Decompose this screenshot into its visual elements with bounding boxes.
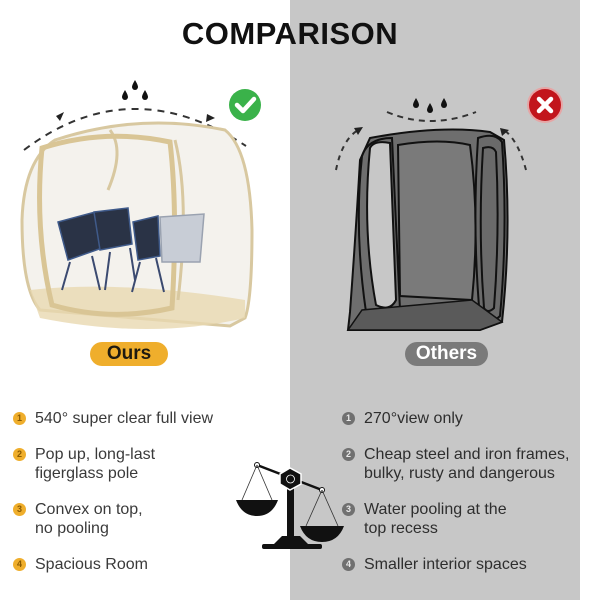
ours-feature-4: 4 Spacious Room xyxy=(13,555,148,574)
check-circle-icon xyxy=(229,89,261,121)
number-badge: 2 xyxy=(342,448,355,461)
feature-text: Smaller interior spaces xyxy=(364,556,527,573)
others-tent-illustration xyxy=(335,98,527,331)
feature-text: no pooling xyxy=(35,520,109,537)
number-badge: 2 xyxy=(13,448,26,461)
feature-text: Spacious Room xyxy=(35,556,148,573)
page-title: COMPARISON xyxy=(181,16,399,51)
number-badge: 1 xyxy=(342,412,355,425)
ours-tent-illustration xyxy=(20,80,254,329)
feature-text: 270°view only xyxy=(364,410,463,427)
number-badge: 3 xyxy=(342,503,355,516)
number-badge: 4 xyxy=(342,558,355,571)
ours-label: Ours xyxy=(90,342,168,366)
others-feature-1: 1 270°view only xyxy=(342,409,463,428)
number-badge: 1 xyxy=(13,412,26,425)
chairs xyxy=(57,207,205,293)
number-badge: 4 xyxy=(13,558,26,571)
others-feature-3: 3 Water pooling at the top recess xyxy=(342,500,507,538)
ours-feature-3: 3 Convex on top, no pooling xyxy=(13,500,143,538)
feature-text: Pop up, long-last xyxy=(35,446,156,463)
balance-scale-icon xyxy=(236,462,344,549)
feature-text: figerglass pole xyxy=(35,465,139,482)
others-feature-4: 4 Smaller interior spaces xyxy=(342,555,527,574)
rain-drops-icon xyxy=(413,98,447,113)
ours-feature-1: 1 540° super clear full view xyxy=(13,409,213,428)
feature-text: bulky, rusty and dangerous xyxy=(364,465,555,482)
number-badge: 3 xyxy=(13,503,26,516)
right-margin xyxy=(580,0,600,600)
rain-drops-icon xyxy=(122,80,148,100)
feature-text: Water pooling at the xyxy=(364,501,507,518)
x-circle-icon xyxy=(529,89,561,121)
others-label: Others xyxy=(405,342,488,366)
feature-text: top recess xyxy=(364,520,438,537)
others-feature-2: 2 Cheap steel and iron frames, bulky, rus… xyxy=(342,445,569,483)
ours-feature-2: 2 Pop up, long-last figerglass pole xyxy=(13,445,155,483)
feature-text: Convex on top, xyxy=(35,501,143,518)
feature-text: 540° super clear full view xyxy=(35,410,214,427)
feature-text: Cheap steel and iron frames, xyxy=(364,446,570,463)
